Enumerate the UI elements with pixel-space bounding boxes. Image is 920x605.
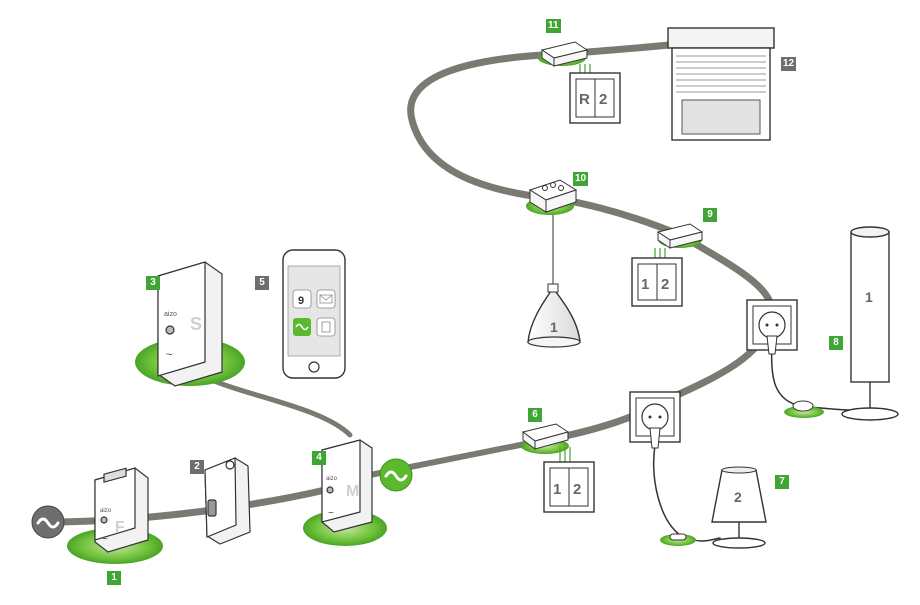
wall-switch-11: R 2 — [569, 72, 621, 124]
callout-9: 9 — [703, 208, 717, 222]
server-wave: ~ — [166, 349, 172, 361]
socket-floor-lamp — [746, 299, 798, 355]
wall-switch-9: 1 2 — [631, 257, 683, 307]
terminal-block-6 — [521, 423, 570, 450]
phone-tile-value: 9 — [298, 295, 304, 307]
floor-lamp: 1 — [841, 226, 899, 421]
callout-11: 11 — [546, 19, 561, 33]
meter-wave: ~ — [328, 508, 334, 519]
switch-6-right: 2 — [573, 481, 581, 498]
pendant-lamp: 1 — [527, 283, 581, 348]
wave-app-icon — [295, 323, 309, 331]
callout-4: 4 — [312, 451, 326, 465]
meter-module: aizo M ~ — [321, 439, 373, 533]
callout-2: 2 — [190, 460, 204, 474]
server-module: aizo S ~ — [157, 261, 223, 387]
switch-11-left: R — [579, 91, 590, 108]
switch-6-wires — [559, 447, 571, 462]
meter-letter: M — [346, 483, 359, 500]
floor-lamp-cord — [770, 344, 851, 411]
roller-blind-window — [667, 27, 775, 141]
callout-10: 10 — [573, 172, 589, 186]
signal-symbol — [379, 458, 413, 492]
server-brand: aizo — [164, 311, 177, 318]
meter-brand: aizo — [326, 476, 338, 482]
terminal-block-10 — [528, 179, 578, 213]
floor-lamp-label: 1 — [865, 289, 873, 305]
switch-9-right: 2 — [661, 276, 669, 293]
blind-slats — [676, 55, 766, 93]
callout-3: 3 — [146, 276, 160, 290]
callout-12: 12 — [781, 57, 797, 71]
filter-wave: ~ — [102, 534, 108, 545]
callout-5: 5 — [255, 276, 269, 290]
switch-9-left: 1 — [641, 276, 649, 293]
switch-11-right: 2 — [599, 91, 607, 108]
table-lamp-label: 2 — [734, 489, 742, 505]
server-letter: S — [190, 314, 202, 334]
wave-icon — [36, 517, 60, 529]
pendant-label: 1 — [550, 319, 558, 335]
table-lamp-cord — [652, 444, 721, 542]
wave-icon-green — [384, 470, 408, 482]
table-lamp: 2 — [711, 466, 767, 549]
wall-switch-6: 1 2 — [543, 461, 595, 513]
ring-floor-plug — [784, 406, 824, 418]
callout-8: 8 — [829, 336, 843, 350]
filter-letter: F — [115, 519, 125, 536]
cable-main-left — [41, 486, 329, 526]
callout-1: 1 — [107, 571, 121, 585]
floor-cord-switch — [792, 400, 814, 412]
switch-6-left: 1 — [553, 481, 561, 498]
filter-module: aizo F ~ — [94, 467, 149, 553]
circuit-breaker — [204, 457, 251, 545]
callout-6: 6 — [528, 408, 542, 422]
mail-icon — [319, 294, 333, 304]
mains-source — [31, 505, 65, 539]
terminal-block-9 — [656, 223, 704, 249]
terminal-block-11 — [540, 41, 589, 67]
filter-brand: aizo — [100, 508, 112, 514]
smartphone: 9 — [282, 249, 346, 379]
callout-7: 7 — [775, 475, 789, 489]
table-cord-switch — [669, 533, 687, 541]
socket-table-lamp — [629, 391, 681, 449]
